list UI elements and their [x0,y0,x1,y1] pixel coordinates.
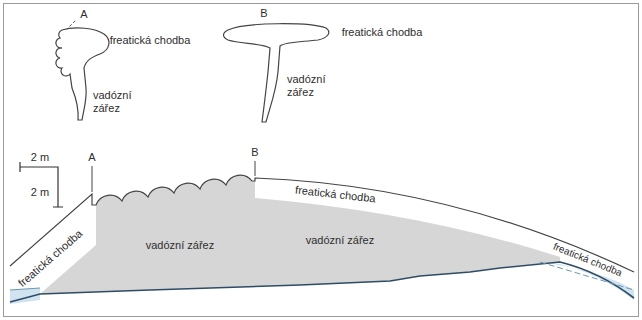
passage-label: freatická chodba [294,183,376,205]
profile-marker [255,161,256,176]
frame [4,4,639,317]
scale-label: 2 m [31,186,49,199]
section-letter: A [80,8,87,21]
cave-roof [10,175,634,272]
cave-floor [10,262,634,302]
section-letter: B [260,7,267,20]
vadose-canyon [40,175,560,294]
scale-bar [20,162,63,207]
canyon-label: vadózní zářez [93,89,139,114]
passage-label: freatická chodba [15,227,84,289]
passage-label: freatická chodba [552,241,624,279]
passage-label: freatická chodba [110,34,191,47]
cross-section-b [224,24,329,122]
section-letter: A [88,151,95,164]
passage-label: freatická chodba [342,26,423,39]
canyon-label: vadózní zářez [306,234,374,247]
canyon-label: vadózní zářez [287,73,333,98]
profile-marker [92,166,93,192]
section-letter: B [251,146,258,159]
scale-label: 2 m [31,151,49,164]
canyon-label: vadózní zářez [146,239,214,252]
